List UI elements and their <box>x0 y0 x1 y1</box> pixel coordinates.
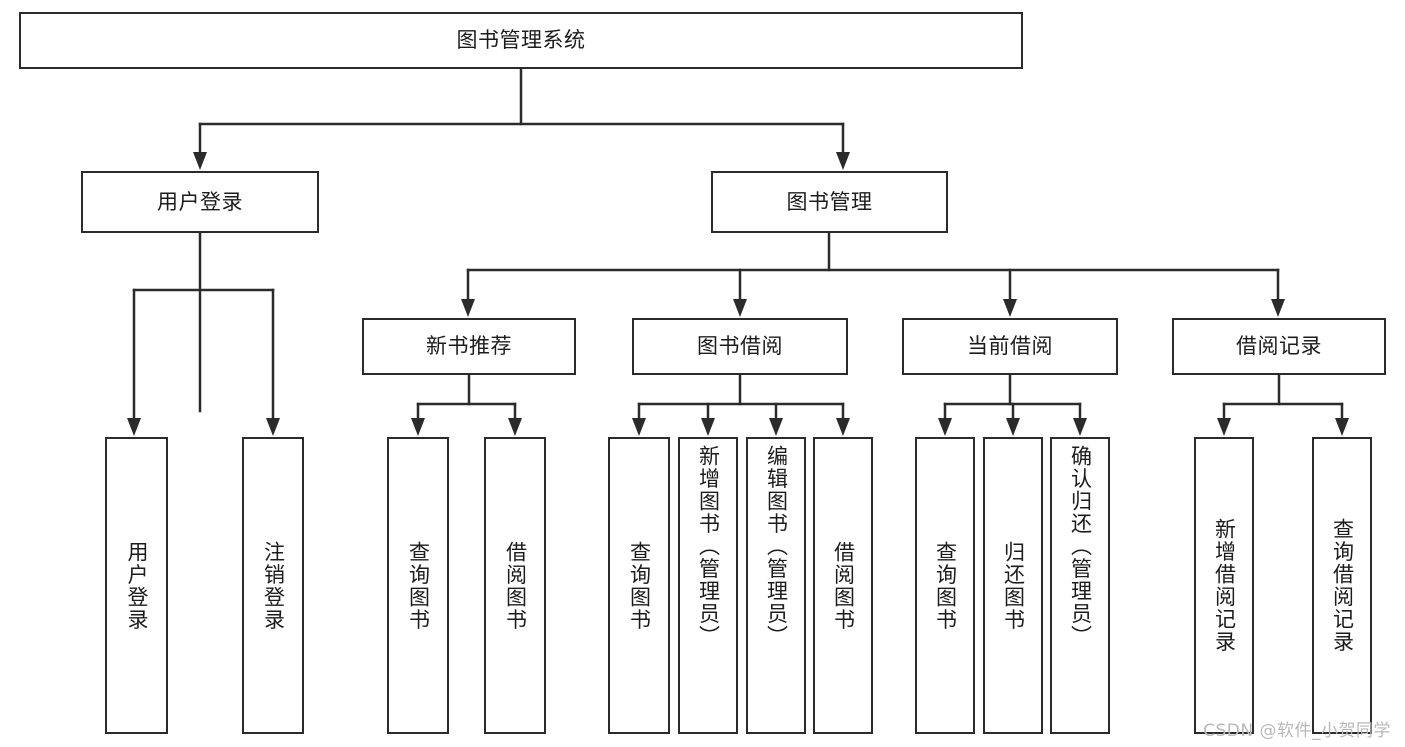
node-level2-1[interactable]: 图书借阅 <box>632 318 848 375</box>
node-level1-0[interactable]: 用户登录 <box>81 171 319 233</box>
arrowhead-12 <box>769 418 783 436</box>
node-leaf-7[interactable]: 借阅图书 <box>813 437 873 734</box>
node-leaf-2[interactable]: 查询图书 <box>387 437 449 734</box>
node-label: 归还图书 <box>1001 540 1026 631</box>
node-leaf-1[interactable]: 注销登录 <box>242 437 304 734</box>
node-label: 图书管理 <box>786 189 873 214</box>
arrowhead-16 <box>1073 418 1087 436</box>
arrowhead-9 <box>508 418 522 436</box>
csdn-watermark: CSDN @软件_小贺同学 <box>1203 721 1391 741</box>
node-leaf-10[interactable]: 确认归还（管理员） <box>1050 437 1110 734</box>
arrowhead-13 <box>836 418 850 436</box>
arrowhead-4 <box>461 299 475 317</box>
node-leaf-6[interactable]: 编辑图书（管理员） <box>746 437 806 734</box>
node-leaf-12[interactable]: 查询借阅记录 <box>1312 437 1372 734</box>
node-label: 新书推荐 <box>426 334 512 359</box>
node-level2-2[interactable]: 当前借阅 <box>902 318 1118 375</box>
node-label: 查询图书 <box>406 540 431 631</box>
node-label: 注销登录 <box>261 540 286 631</box>
node-level2-3[interactable]: 借阅记录 <box>1172 318 1386 375</box>
arrowhead-10 <box>632 418 646 436</box>
arrowhead-0 <box>193 152 207 170</box>
node-label: 用户登录 <box>157 189 243 214</box>
node-root-system[interactable]: 图书管理系统 <box>19 12 1023 69</box>
node-leaf-8[interactable]: 查询图书 <box>915 437 975 734</box>
arrowhead-1 <box>836 152 850 170</box>
arrowhead-14 <box>938 418 952 436</box>
node-leaf-0[interactable]: 用户登录 <box>105 437 168 734</box>
node-label: 用户登录 <box>125 540 149 631</box>
node-leaf-11[interactable]: 新增借阅记录 <box>1194 437 1254 734</box>
node-leaf-3[interactable]: 借阅图书 <box>484 437 546 734</box>
node-leaf-4[interactable]: 查询图书 <box>608 437 670 734</box>
node-leaf-9[interactable]: 归还图书 <box>983 437 1043 734</box>
arrowhead-15 <box>1006 418 1020 436</box>
arrowhead-3 <box>266 418 280 436</box>
node-label: 编辑图书（管理员） <box>764 445 789 648</box>
node-level1-1[interactable]: 图书管理 <box>711 171 948 233</box>
node-label: 查询借阅记录 <box>1330 518 1355 653</box>
node-label: 借阅图书 <box>503 540 528 631</box>
arrowhead-8 <box>411 418 425 436</box>
arrowhead-7 <box>1271 299 1285 317</box>
node-label: 借阅记录 <box>1236 334 1322 359</box>
node-label: 新增借阅记录 <box>1212 518 1237 653</box>
node-label: 图书管理系统 <box>456 28 586 53</box>
node-label: 借阅图书 <box>831 540 856 631</box>
arrowhead-18 <box>1335 418 1349 436</box>
arrowhead-6 <box>1003 299 1017 317</box>
arrowhead-2 <box>127 418 141 436</box>
node-label: 图书借阅 <box>697 334 783 359</box>
arrowhead-17 <box>1217 418 1231 436</box>
node-level2-0[interactable]: 新书推荐 <box>362 318 576 375</box>
node-label: 确认归还（管理员） <box>1068 445 1093 648</box>
node-leaf-5[interactable]: 新增图书（管理员） <box>678 437 738 734</box>
node-label: 新增图书（管理员） <box>696 445 721 648</box>
arrowhead-11 <box>701 418 715 436</box>
node-label: 当前借阅 <box>967 334 1053 359</box>
arrowhead-5 <box>733 299 747 317</box>
node-label: 查询图书 <box>933 540 958 631</box>
node-label: 查询图书 <box>627 540 652 631</box>
